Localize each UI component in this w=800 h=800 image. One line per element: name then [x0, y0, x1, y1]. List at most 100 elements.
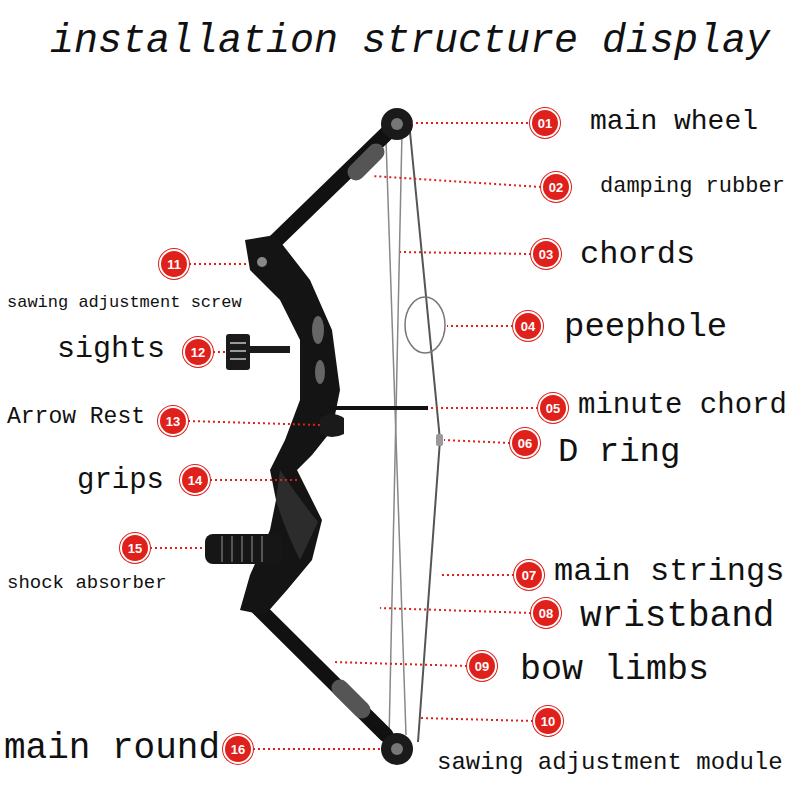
cable-guard	[330, 408, 428, 409]
part-name: sawing adjustment screw	[5, 294, 244, 311]
part-name: shock absorber	[5, 574, 169, 593]
callout-number: 08	[539, 607, 553, 620]
bow-part	[261, 536, 263, 562]
bow-part	[436, 434, 443, 446]
callout-circle: 16	[223, 734, 253, 764]
bow-part	[231, 536, 233, 562]
callout-number: 15	[128, 542, 142, 555]
callout-number: 11	[167, 258, 181, 271]
bow-part	[257, 257, 267, 267]
callout-number: 13	[166, 415, 180, 428]
callout-circle: 12	[183, 337, 213, 367]
callout-circle: 09	[467, 651, 497, 681]
stabilizer	[205, 534, 283, 564]
callout-circle: 06	[510, 428, 540, 458]
callout-circle: 14	[180, 465, 210, 495]
callout-circle: 10	[533, 706, 563, 736]
bow-part	[226, 334, 250, 370]
cams	[381, 108, 413, 765]
bow-part	[389, 132, 402, 740]
callout-number: 16	[231, 743, 245, 756]
part-name: peephole	[562, 310, 729, 344]
callout-number: 12	[191, 346, 205, 359]
bow-part	[241, 536, 243, 562]
limbs	[252, 132, 388, 735]
bow-part	[315, 360, 325, 384]
part-name: chords	[578, 239, 697, 271]
part-name: bow limbs	[518, 653, 711, 688]
bow-part	[320, 414, 344, 437]
part-name: main round	[2, 731, 222, 767]
leader-lines	[150, 123, 541, 749]
bow-part	[444, 440, 510, 443]
bow-part	[391, 118, 403, 130]
callout-circle: 04	[513, 311, 543, 341]
callout-circle: 13	[158, 406, 188, 436]
callout-number: 14	[188, 474, 202, 487]
bow-part	[188, 421, 320, 425]
part-name: main strings	[552, 556, 786, 588]
bow-part	[252, 602, 386, 735]
sight	[226, 334, 290, 370]
part-name: damping rubber	[598, 176, 787, 198]
callout-number: 01	[538, 117, 552, 130]
part-name: grips	[75, 466, 166, 495]
bow-part	[312, 316, 324, 344]
bow-part	[380, 608, 531, 613]
bow-part	[410, 132, 440, 742]
bow-part	[391, 743, 403, 755]
bow-part	[230, 350, 246, 352]
part-name: sawing adjustment module	[435, 751, 785, 775]
bow-part	[189, 263, 248, 265]
callout-circle: 15	[120, 533, 150, 563]
bow-part	[330, 406, 428, 410]
part-name: Arrow Rest	[5, 406, 147, 429]
bow-part	[372, 176, 541, 187]
callout-number: 03	[539, 248, 553, 261]
part-name: minute chord	[576, 391, 789, 420]
bow-part	[356, 152, 376, 172]
bow-part	[340, 688, 362, 710]
bow-part	[412, 122, 528, 124]
bow-part	[400, 252, 531, 254]
callout-circle: 11	[159, 249, 189, 279]
bow-part	[332, 662, 467, 666]
arrow-rest	[320, 414, 344, 437]
callout-number: 02	[549, 181, 563, 194]
bow-part	[205, 534, 283, 564]
bow-part	[253, 748, 381, 750]
bow-part	[251, 536, 253, 562]
bow-part	[381, 733, 413, 765]
strings	[386, 132, 445, 742]
bow-part	[440, 574, 514, 576]
callout-number: 10	[541, 715, 555, 728]
part-name: sights	[55, 334, 167, 364]
bow-part	[221, 536, 223, 562]
callout-number: 09	[475, 660, 489, 673]
bow-part	[420, 718, 533, 721]
callout-circle: 02	[541, 172, 571, 202]
callout-number: 04	[521, 320, 535, 333]
part-name: main wheel	[588, 108, 760, 136]
callout-circle: 01	[530, 108, 560, 138]
callout-circle: 03	[531, 239, 561, 269]
bow-part	[150, 547, 205, 549]
diagram-title: installation structure display	[48, 22, 772, 62]
callout-circle: 05	[538, 393, 568, 423]
bow-part	[210, 479, 300, 481]
callout-number: 07	[522, 569, 536, 582]
bow-part	[230, 358, 246, 360]
bow-part	[447, 325, 513, 327]
callout-number: 05	[546, 402, 560, 415]
callout-circle: 08	[531, 598, 561, 628]
bow-part	[213, 351, 226, 353]
bow-part	[230, 342, 246, 344]
bow-part	[428, 407, 538, 409]
callout-circle: 07	[514, 560, 544, 590]
bow-part	[250, 346, 290, 353]
bow-part	[405, 297, 445, 353]
part-name: D ring	[556, 435, 682, 469]
bow-part	[381, 108, 413, 140]
part-name: wristband	[578, 599, 776, 635]
